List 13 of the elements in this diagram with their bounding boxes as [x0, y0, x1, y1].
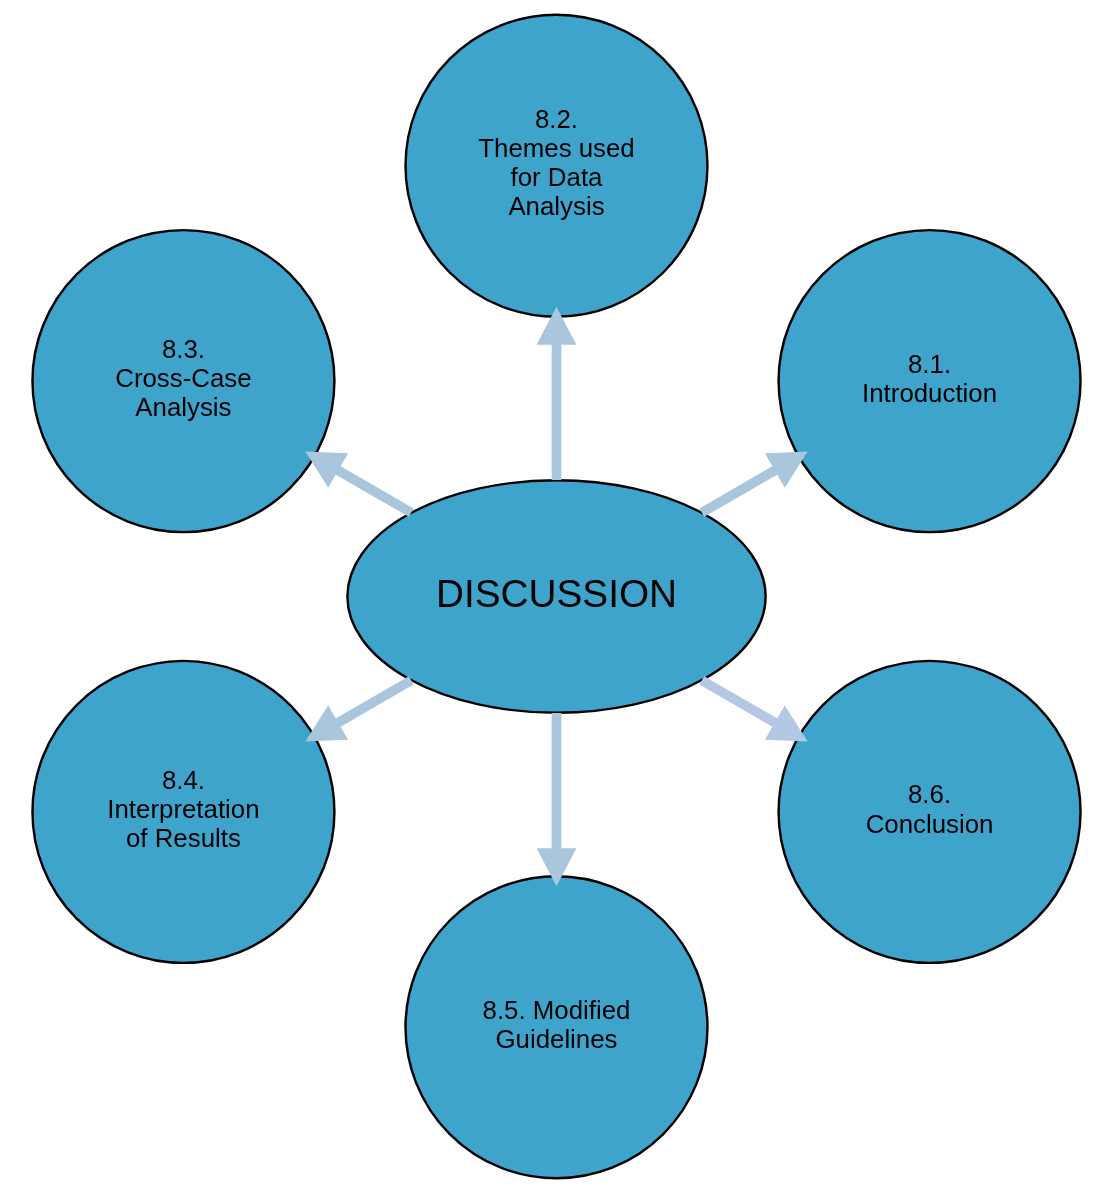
node-circle: 8.5. Modified Guidelines: [403, 875, 709, 1180]
node-circle: 8.4. Interpretation of Results: [30, 659, 336, 965]
arrow: [698, 451, 808, 517]
arrow: [536, 713, 576, 887]
arrow: [304, 451, 414, 517]
arrow: [304, 676, 414, 742]
arrow: [698, 676, 808, 742]
node-circle: 8.3. Cross-Case Analysis: [30, 228, 336, 534]
node-circle: 8.1. Introduction: [776, 228, 1082, 534]
arrow: [536, 306, 576, 480]
node-circle: 8.2. Themes used for Data Analysis: [403, 13, 709, 318]
node-circle: 8.6. Conclusion: [776, 659, 1082, 965]
node-ellipse: DISCUSSION: [345, 479, 767, 714]
